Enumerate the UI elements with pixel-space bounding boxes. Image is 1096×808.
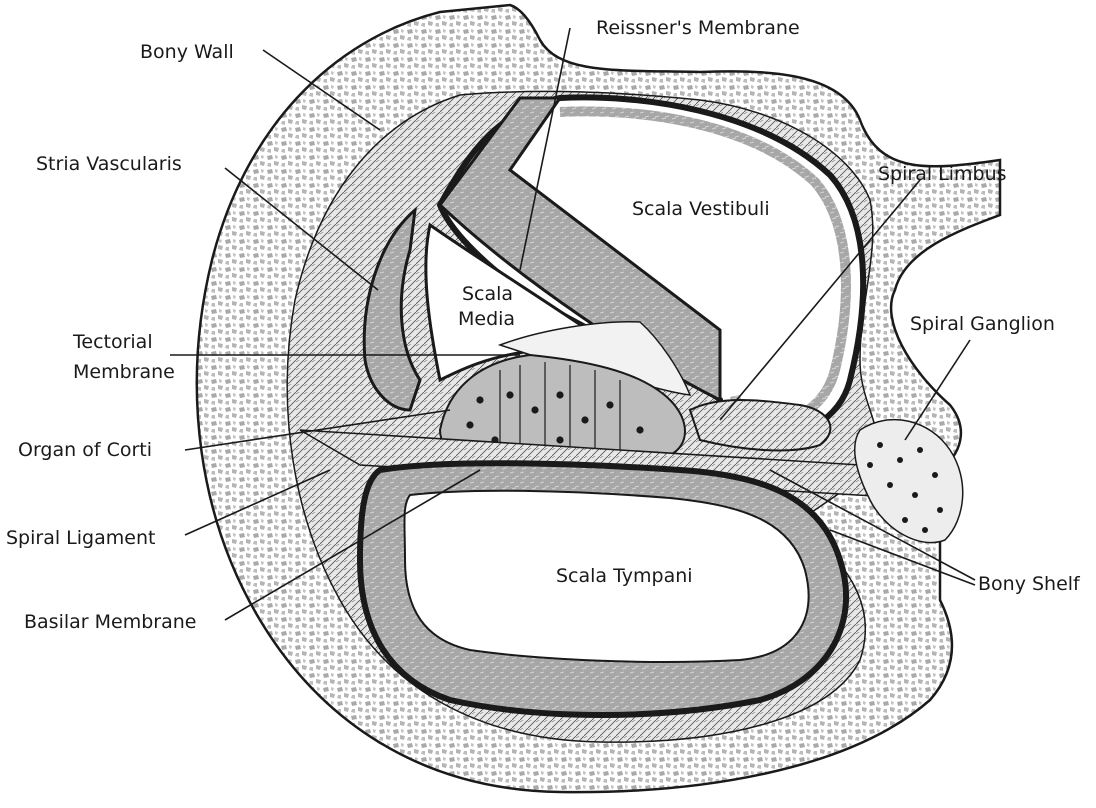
label-tectorial-2: Membrane (73, 361, 175, 383)
label-scala-media-1: Scala (462, 283, 513, 305)
label-spiral-ligament: Spiral Ligament (6, 527, 155, 549)
label-scala-vestibuli: Scala Vestibuli (632, 198, 770, 220)
label-stria-vascularis: Stria Vascularis (36, 153, 182, 175)
label-scala-media-2: Media (458, 308, 515, 330)
label-organ-of-corti: Organ of Corti (18, 439, 152, 461)
label-spiral-limbus: Spiral Limbus (878, 163, 1007, 185)
label-bony-wall: Bony Wall (140, 41, 234, 63)
label-bony-shelf: Bony Shelf (978, 573, 1081, 595)
spiral-limbus-shape (690, 400, 830, 450)
label-scala-tympani: Scala Tympani (556, 565, 693, 587)
label-basilar-membrane: Basilar Membrane (24, 611, 196, 633)
label-reissners-membrane: Reissner's Membrane (596, 17, 800, 39)
label-spiral-ganglion: Spiral Ganglion (910, 313, 1055, 335)
label-tectorial-1: Tectorial (72, 331, 153, 353)
